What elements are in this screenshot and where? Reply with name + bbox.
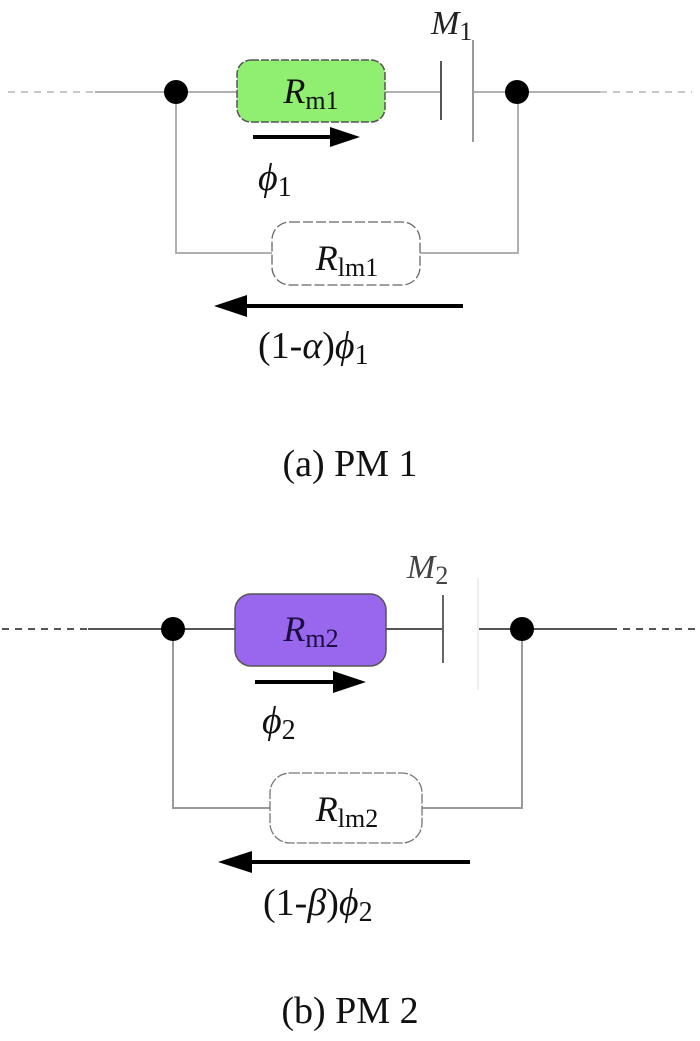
node: [164, 80, 188, 104]
panel-caption: (a) PM 1: [282, 443, 417, 485]
panel-caption: (b) PM 2: [281, 990, 418, 1032]
return-wire: [422, 629, 523, 809]
return-wire: [175, 92, 273, 254]
magnet-label: M2: [406, 549, 448, 590]
node: [510, 617, 534, 641]
leak-resistor-label: Rlm2: [315, 789, 378, 833]
panel-b: M2 Rm2 ϕ2 Rlm2 (1-β)ϕ2 (b) PM 2: [2, 549, 698, 1032]
forward-flux-label: ϕ2: [262, 700, 296, 746]
return-wire: [420, 92, 519, 254]
arrowhead-left-icon: [218, 851, 252, 873]
leak-resistor-label: Rlm1: [315, 238, 378, 282]
leak-flux-label: (1-β)ϕ2: [263, 882, 373, 928]
leak-resistor-box: [269, 772, 423, 844]
panel-a: M1 Rm1 ϕ1 Rlm1 (1-α)ϕ1 (a) PM 1: [8, 5, 692, 485]
main-resistor-label: Rm1: [282, 71, 338, 115]
main-resistor-box: [236, 59, 386, 123]
magnet-label: M1: [430, 5, 472, 46]
node: [161, 617, 185, 641]
main-resistor-box: [234, 593, 387, 667]
arrowhead-right-icon: [330, 127, 360, 147]
leak-flux-label: (1-α)ϕ1: [258, 325, 369, 371]
node: [505, 80, 529, 104]
arrowhead-right-icon: [333, 671, 366, 693]
main-resistor-label: Rm2: [282, 609, 338, 653]
return-wire: [172, 629, 272, 809]
leak-resistor-box: [271, 221, 421, 286]
forward-flux-label: ϕ1: [258, 157, 292, 203]
arrowhead-left-icon: [214, 295, 247, 317]
